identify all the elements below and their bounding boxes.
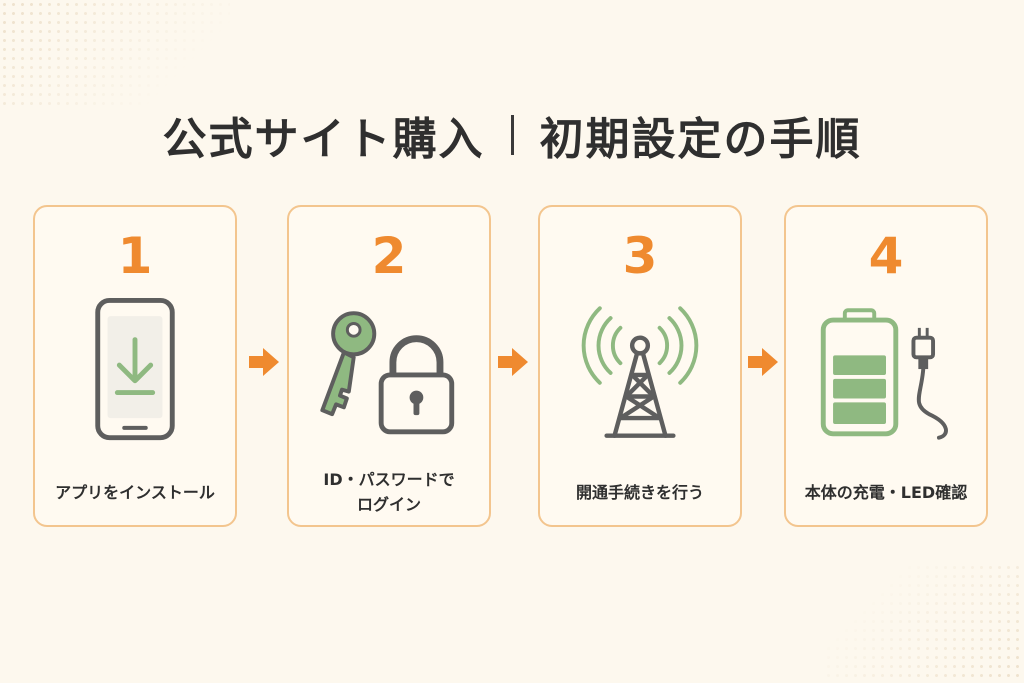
- step-label-line: アプリをインストール: [55, 482, 215, 502]
- key-icon: [320, 311, 377, 417]
- step-label: ID・パスワードで ログイン: [295, 465, 483, 521]
- step-label-line: 本体の充電・LED確認: [804, 482, 968, 502]
- decorative-dots-top-left: [0, 0, 230, 110]
- step-label: アプリをインストール: [41, 465, 229, 521]
- page-title: 公式サイト購入 初期設定の手順: [0, 100, 1024, 170]
- step-label: 開通手続きを行う: [546, 465, 734, 521]
- smartphone-download-icon: [95, 297, 175, 441]
- battery-icon: [820, 308, 899, 437]
- title-separator: [510, 115, 514, 155]
- step-number: 2: [371, 227, 407, 285]
- step-label: 本体の充電・LED確認: [792, 465, 980, 521]
- step-card-2: 2 ID・パスワードで ログイン: [287, 205, 491, 527]
- step-card-1: 1 アプリをインストール: [33, 205, 237, 527]
- step-card-3: 3 開通手続きを行う: [538, 205, 742, 527]
- usb-cable-icon: [911, 327, 948, 440]
- step-label-line: 開通手続きを行う: [575, 482, 704, 502]
- step-number: 1: [117, 227, 153, 285]
- signal-tower-icon: [581, 306, 699, 438]
- step-label-line: ID・パスワードで: [323, 470, 455, 490]
- arrow-right-icon: [249, 348, 279, 376]
- padlock-icon: [378, 335, 455, 435]
- step-label-line: ログイン: [356, 495, 421, 514]
- arrow-right-icon: [748, 348, 778, 376]
- arrow-right-icon: [498, 348, 528, 376]
- step-number: 4: [868, 227, 904, 285]
- step-number: 3: [622, 227, 658, 285]
- decorative-dots-bottom-right: [824, 563, 1024, 683]
- battery-charging-icon: [820, 308, 948, 440]
- step-card-4: 4 本体の充電・LED確認: [784, 205, 988, 527]
- title-left: 公式サイト購入: [162, 114, 485, 165]
- key-lock-icon: [320, 311, 455, 435]
- signal-waves: [581, 306, 699, 385]
- title-right: 初期設定の手順: [539, 114, 862, 165]
